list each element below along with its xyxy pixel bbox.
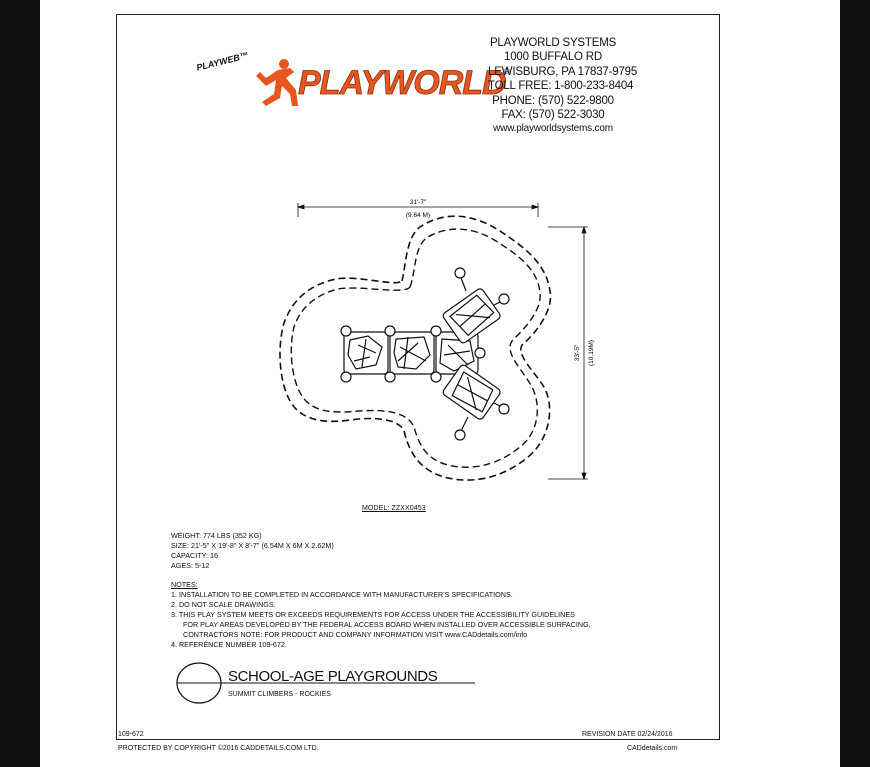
climber-structure [340, 267, 510, 441]
post [430, 325, 442, 337]
note-item: 1. INSTALLATION TO BE COMPLETED IN ACCOR… [171, 590, 513, 599]
company-phone: PHONE: (570) 522-9800 [492, 94, 614, 107]
spec-capacity: CAPACITY: 16 [171, 551, 219, 560]
drawing-border [116, 14, 720, 740]
notes-heading: NOTES: [171, 580, 198, 589]
note-item: FOR PLAY AREAS DEVELOPED BY THE FEDERAL … [183, 620, 591, 629]
brand-wordmark: PLAYWORLD [298, 64, 506, 102]
company-address: PLAYWORLD SYSTEMS 1000 BUFFALO RD LEWISB… [488, 36, 638, 137]
height-dimension [548, 225, 588, 481]
post [384, 325, 396, 337]
post [474, 347, 486, 359]
post [454, 429, 466, 441]
company-fax: FAX: (570) 522-3030 [501, 109, 605, 122]
height-metric-text: (10.19M) [588, 340, 595, 366]
note-item: CONTRACTORS NOTE: FOR PRODUCT AND COMPAN… [183, 630, 528, 639]
registered-mark: ® [504, 67, 510, 76]
note-item: 2. DO NOT SCALE DRAWINGS. [171, 600, 276, 609]
reference-number: 109-672 [118, 731, 144, 738]
specifications: WEIGHT: 774 LBS (352 KG) SIZE: 21'-5" X … [171, 531, 334, 571]
drawing-subtitle: SUMMIT CLIMBERS - ROCKIES [228, 691, 331, 698]
drawing-title: SCHOOL-AGE PLAYGROUNDS [228, 668, 438, 685]
note-item: 4. REFERENCE NUMBER 109-672. [171, 640, 287, 649]
post [498, 403, 510, 415]
post [498, 293, 510, 305]
use-zone-inner [290, 228, 541, 468]
company-city: LEWISBURG, PA 17837-9795 [488, 65, 638, 78]
viewer-right-margin [840, 0, 870, 767]
spec-weight: WEIGHT: 774 LBS (352 KG) [171, 531, 262, 540]
post [340, 325, 352, 337]
spec-size: SIZE: 21'-5" X 19'-8" X 8'-7" (6.54M X 6… [171, 541, 334, 550]
height-dim-text: 33'-5" [574, 344, 581, 361]
runner-figure-icon [256, 59, 298, 106]
post [454, 267, 466, 279]
company-toll-free: TOLL FREE: 1-800-233-8404 [488, 80, 634, 93]
drawing-sheet [40, 0, 840, 767]
company-street: 1000 BUFFALO RD [504, 51, 602, 64]
post [340, 371, 352, 383]
note-item: 3. THIS PLAY SYSTEM MEETS OR EXCEEDS REQ… [171, 610, 575, 619]
width-metric-text: (9.64 M) [406, 212, 430, 219]
revision-date: REVISION DATE 02/24/2016 [582, 731, 673, 738]
notes-block: NOTES: 1. INSTALLATION TO BE COMPLETED I… [171, 580, 591, 650]
plan-view-drawing: 31'-7" (9.64 M) 33'-5" (10.19M) [279, 199, 595, 481]
title-block-graphic [176, 662, 475, 704]
playworld-logo: PLAYWEB™ PLAYWORLD ® [195, 50, 510, 106]
climber-panel-left [343, 331, 389, 375]
caddetails-site: CADdetails.com [627, 745, 678, 752]
company-name: PLAYWORLD SYSTEMS [489, 37, 617, 49]
width-dim-text: 31'-7" [410, 199, 427, 206]
copyright-notice: PROTECTED BY COPYRIGHT ©2016 CADDETAILS.… [118, 745, 319, 752]
use-zone-outer [279, 215, 552, 481]
width-dimension [296, 203, 540, 217]
spec-ages: AGES: 5-12 [171, 561, 210, 570]
playweb-tag: PLAYWEB™ [195, 50, 249, 73]
post [384, 371, 396, 383]
viewer-left-margin [0, 0, 40, 767]
post [430, 371, 442, 383]
company-website: www.playworldsystems.com [493, 123, 613, 135]
model-label: MODEL: ZZXX0453 [362, 505, 426, 512]
